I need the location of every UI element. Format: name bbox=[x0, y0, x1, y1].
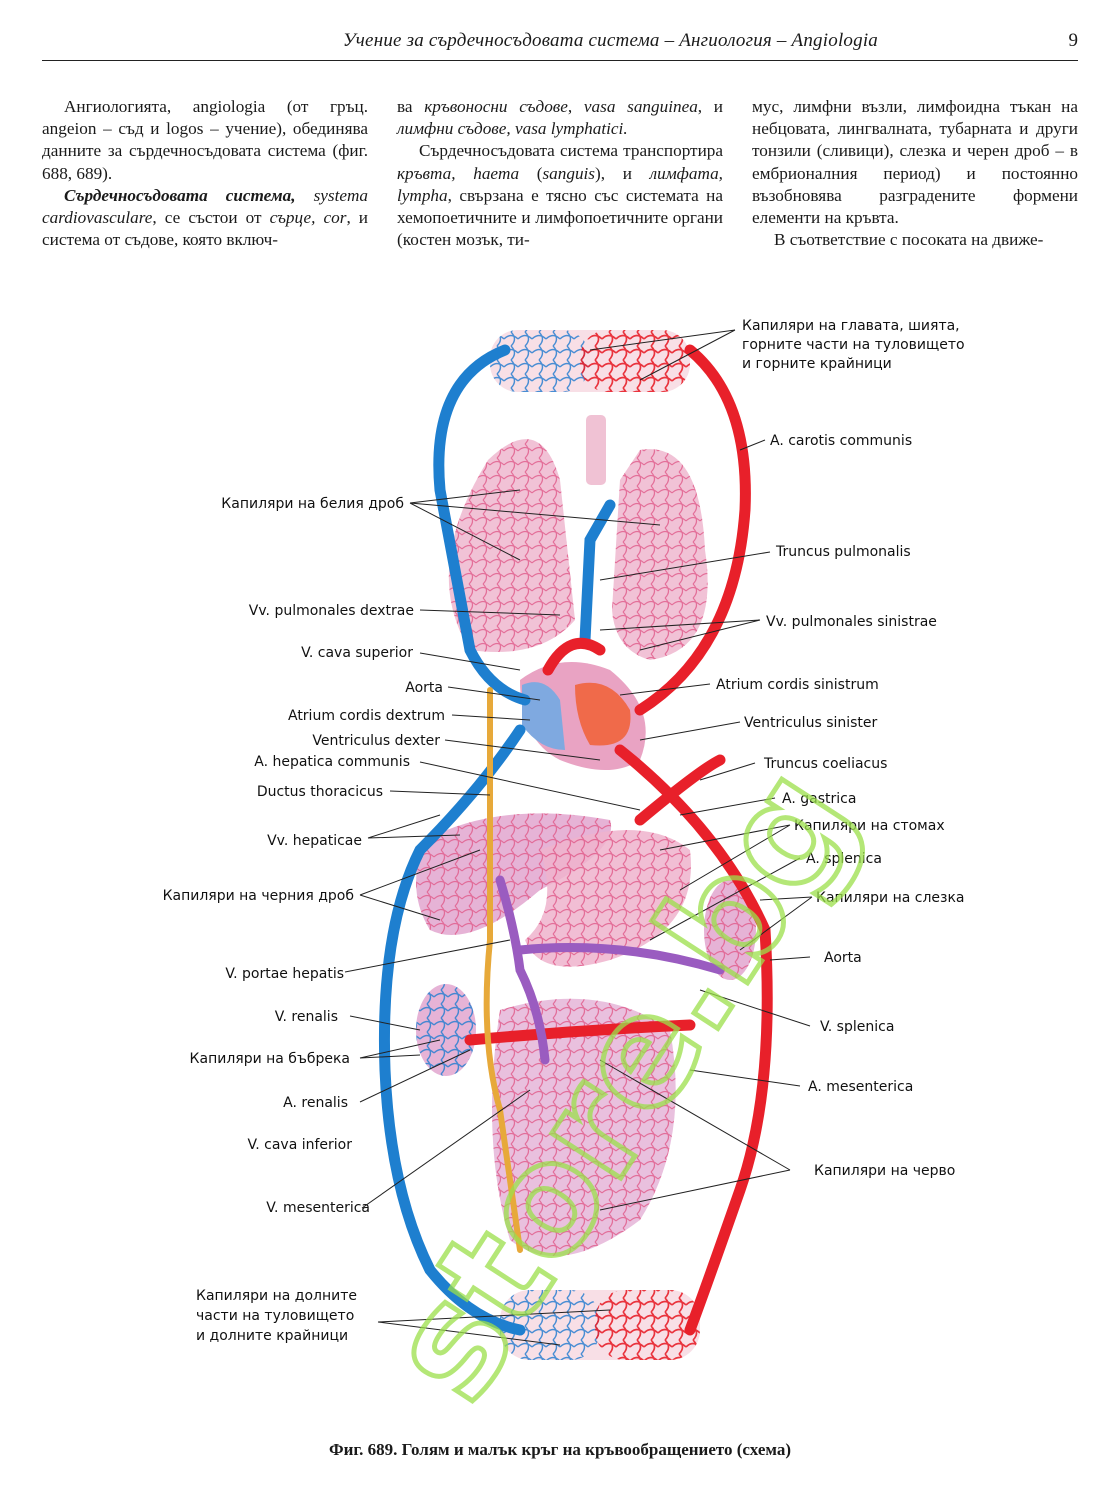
text-run: Сърдечносъдовата система, bbox=[64, 185, 296, 205]
labels-left: Капиляри на белия дроб Vv. pulmonales de… bbox=[163, 496, 445, 1216]
upper-body-capillaries bbox=[490, 330, 690, 392]
label-capillaries-lower-1: Капиляри на долните bbox=[196, 1288, 357, 1304]
label-capillaries-lower-2: части на туловището bbox=[196, 1308, 354, 1324]
portal-vein bbox=[495, 875, 725, 1065]
paragraph: Ангиологията, angiologia (от гръц. angei… bbox=[42, 96, 368, 185]
label-capillaries-liver: Капиляри на черния дроб bbox=[163, 888, 354, 904]
body-text: Ангиологията, angiologia (от гръц. angei… bbox=[42, 96, 1078, 266]
heart bbox=[520, 662, 646, 770]
abdominal-organs bbox=[416, 813, 756, 1256]
label-a-splenica: A. splenica bbox=[806, 851, 882, 867]
circulation-diagram: Капиляри на главата, шията, горните част… bbox=[163, 318, 965, 1432]
text-run: ( bbox=[519, 163, 543, 183]
text-column-2: ва кръвоносни съдове, vasa sanguinea, и … bbox=[397, 96, 723, 251]
label-a-hepatica: A. hepatica communis bbox=[254, 754, 410, 770]
text-run: кръвта, haema bbox=[397, 163, 520, 183]
text-run: В съответствие с посоката на движе- bbox=[774, 230, 1044, 250]
label-aorta-abdominal: Aorta bbox=[824, 950, 862, 966]
text-run bbox=[296, 186, 314, 205]
page-header: Учение за сърдечносъдовата система – Анг… bbox=[42, 28, 1078, 61]
paragraph: ва кръвоносни съдове, vasa sanguinea, и … bbox=[397, 96, 723, 140]
page-number: 9 bbox=[1068, 30, 1079, 51]
text-column-3: мус, лимфни възли, лимфоидна тъкан на не… bbox=[752, 96, 1078, 251]
text-run: мус, лимфни възли, лимфоидна тъкан на не… bbox=[752, 97, 1078, 228]
label-capillaries-stomach: Капиляри на стомах bbox=[794, 818, 945, 834]
figure-caption: Фиг. 689. Голям и малък кръг на кръвообр… bbox=[328, 1440, 791, 1459]
label-capillaries-kidney: Капиляри на бъбрека bbox=[190, 1051, 350, 1067]
label-truncus-pulmonalis: Truncus pulmonalis bbox=[775, 544, 911, 560]
label-capillaries-head-2: горните части на туловището bbox=[742, 337, 965, 353]
label-v-cava-superior: V. cava superior bbox=[301, 645, 413, 661]
text-run: кръвоносни съдове bbox=[424, 97, 568, 116]
paragraph: Сърдечносъдовата система, systema cardio… bbox=[42, 185, 368, 252]
text-run: Сърдечносъдовата система транспортира bbox=[419, 141, 723, 161]
systemic-arteries bbox=[464, 344, 773, 1336]
label-v-portae: V. portae hepatis bbox=[225, 966, 344, 982]
text-run: sanguis bbox=[542, 163, 595, 183]
text-run: , и bbox=[697, 97, 724, 116]
label-v-mesenterica: V. mesenterica bbox=[266, 1200, 370, 1216]
label-atrium-sinistrum: Atrium cordis sinistrum bbox=[716, 677, 879, 693]
paragraph: В съответствие с посоката на движе- bbox=[752, 229, 1078, 251]
label-ventriculus-sinister: Ventriculus sinister bbox=[744, 715, 878, 731]
lungs bbox=[448, 415, 708, 660]
label-atrium-dextrum: Atrium cordis dextrum bbox=[288, 708, 445, 724]
text-run: , и система от съдове, която включ- bbox=[42, 208, 369, 250]
paragraph: мус, лимфни възли, лимфоидна тъкан на не… bbox=[752, 96, 1078, 229]
labels-lower-capillaries: Капиляри на долните части на туловището … bbox=[196, 1288, 357, 1344]
label-carotis: A. carotis communis bbox=[770, 433, 912, 449]
label-ductus-thoracicus: Ductus thoracicus bbox=[257, 784, 383, 800]
text-run: ва bbox=[397, 97, 425, 116]
systemic-veins bbox=[378, 344, 616, 1336]
label-v-renalis: V. renalis bbox=[275, 1009, 338, 1025]
label-vv-hepaticae: Vv. hepaticae bbox=[267, 833, 362, 849]
label-ventriculus-dexter: Ventriculus dexter bbox=[312, 733, 440, 749]
label-aorta: Aorta bbox=[405, 680, 443, 696]
lower-body-capillaries bbox=[500, 1290, 700, 1360]
text-run: , се състои от bbox=[152, 208, 270, 228]
label-vv-pulmonales-dextrae: Vv. pulmonales dextrae bbox=[249, 603, 414, 619]
text-run: vasa sanguinea bbox=[583, 97, 698, 116]
label-capillaries-lung: Капиляри на белия дроб bbox=[221, 496, 404, 512]
label-capillaries-gut: Капиляри на черво bbox=[814, 1163, 955, 1179]
paragraph: Сърдечносъдовата система транспортира кр… bbox=[397, 140, 723, 251]
text-run: сърце, cor bbox=[269, 208, 347, 228]
label-capillaries-lower-3: и долните крайници bbox=[196, 1328, 348, 1344]
text-run: лимфата, lympha bbox=[397, 163, 723, 205]
text-run: лимфни съдове, vasa lymphatici. bbox=[397, 119, 628, 139]
label-v-cava-inferior: V. cava inferior bbox=[247, 1137, 352, 1153]
label-truncus-coeliacus: Truncus coeliacus bbox=[763, 756, 887, 772]
label-capillaries-spleen: Капиляри на слезка bbox=[816, 890, 965, 906]
label-a-renalis: A. renalis bbox=[283, 1095, 348, 1111]
text-run: , bbox=[567, 97, 584, 116]
label-a-gastrica: A. gastrica bbox=[782, 791, 856, 807]
labels-right: Капиляри на главата, шията, горните част… bbox=[716, 318, 965, 1179]
label-capillaries-head-3: и горните крайници bbox=[742, 356, 892, 372]
text-column-1: Ангиологията, angiologia (от гръц. angei… bbox=[42, 96, 368, 251]
thoracic-duct bbox=[483, 687, 523, 1253]
label-capillaries-head-1: Капиляри на главата, шията, bbox=[742, 318, 960, 334]
text-run: ), и bbox=[595, 163, 650, 183]
text-run: , свързана е тясно със системата на хемо… bbox=[397, 185, 723, 250]
running-title: Учение за сърдечносъдовата система – Анг… bbox=[342, 30, 878, 51]
label-vv-pulmonales-sinistrae: Vv. pulmonales sinistrae bbox=[766, 614, 937, 630]
label-a-mesenterica: A. mesenterica bbox=[808, 1079, 913, 1095]
text-run: Ангиологията, angiologia (от гръц. angei… bbox=[42, 97, 368, 183]
label-v-splenica: V. splenica bbox=[820, 1019, 894, 1035]
label-leaders bbox=[344, 329, 813, 1346]
text-run: systema cardiovasculare bbox=[42, 185, 368, 228]
